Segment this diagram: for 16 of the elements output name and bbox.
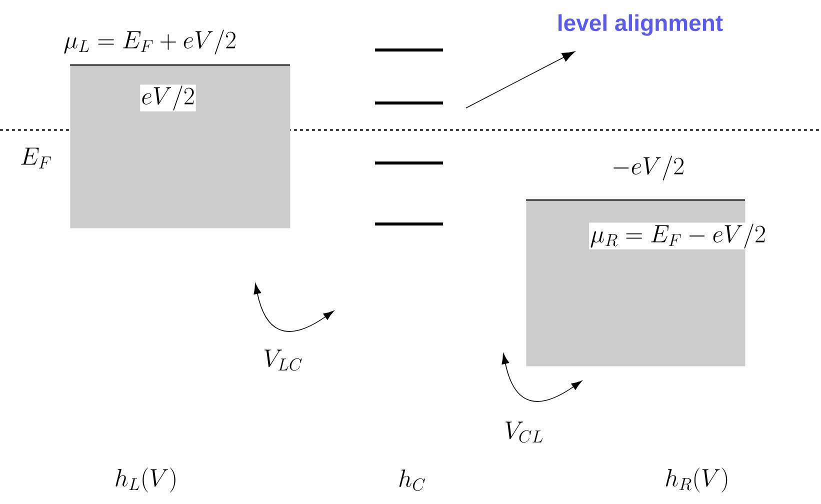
math-label: $h_R(V)$ bbox=[666, 468, 728, 492]
level-bar bbox=[375, 102, 443, 104]
energy-label: $\mu_R = E_F - eV/2$ bbox=[589, 222, 767, 250]
math-label: $V_{CL}$ bbox=[506, 422, 543, 443]
level-bar bbox=[375, 162, 443, 164]
level-bar bbox=[375, 48, 443, 52]
math-label: $E_F$ bbox=[21, 148, 51, 168]
annotation-text: level alignment bbox=[558, 14, 723, 36]
energy-label: $eV/2$ bbox=[140, 84, 196, 112]
arrow bbox=[466, 51, 575, 108]
energy-label: $-eV/2$ bbox=[614, 156, 684, 180]
math-label: $h_L(V)$ bbox=[116, 468, 176, 492]
math-label: $V_{LC}$ bbox=[264, 350, 302, 371]
level-bar bbox=[375, 222, 443, 226]
math-label: $h_C$ bbox=[399, 470, 425, 491]
energy-label: $\mu_L = E_F + eV/2$ bbox=[64, 30, 236, 54]
